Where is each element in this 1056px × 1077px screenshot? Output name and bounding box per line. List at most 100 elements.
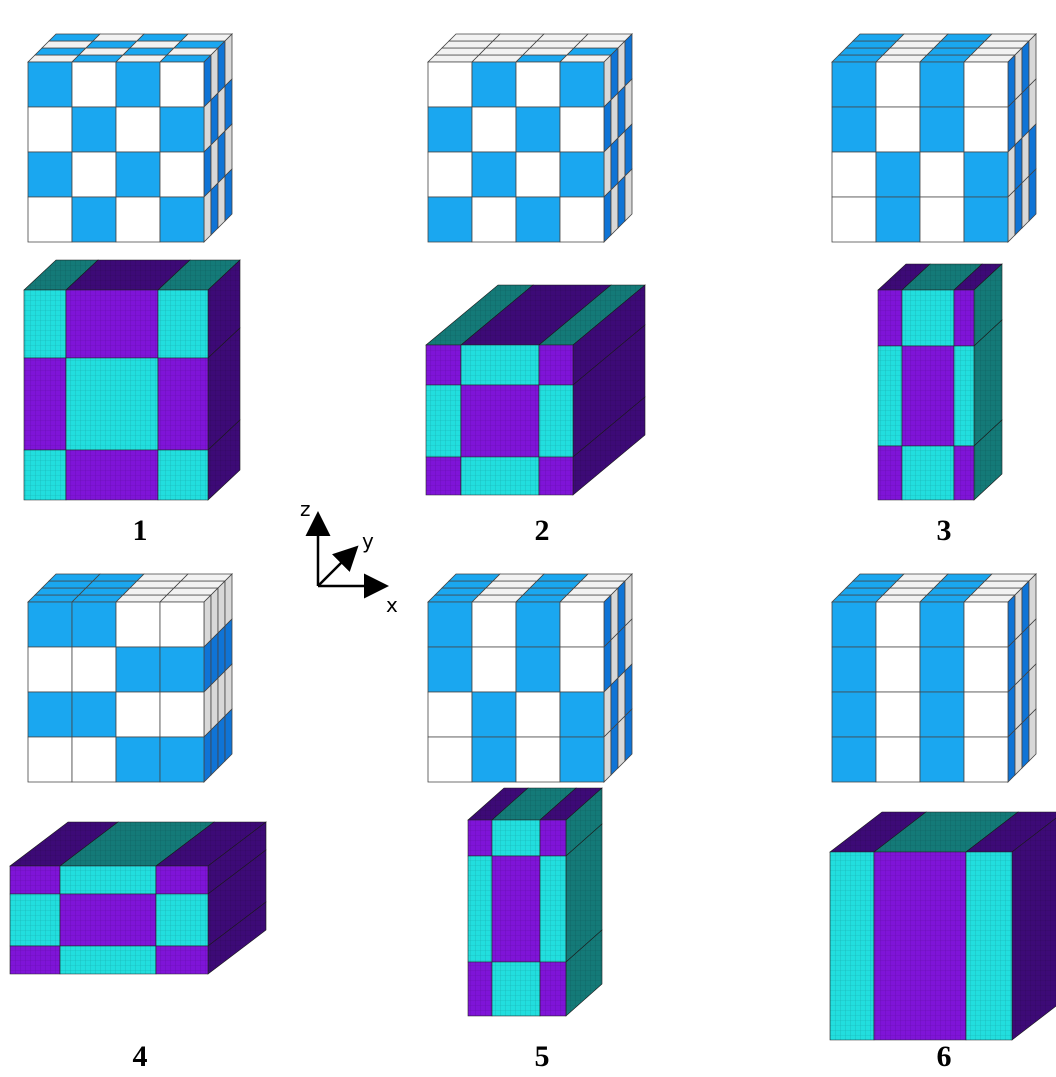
unit-side-face <box>1008 145 1015 197</box>
unit-top-face <box>160 595 211 602</box>
mesh-front-grid <box>954 346 974 446</box>
unit-front-cell <box>964 62 1008 107</box>
unit-side-face <box>225 79 232 131</box>
case-label-2: 2 <box>535 514 550 547</box>
mesh-front-grid <box>830 852 874 1040</box>
unit-front-cell <box>832 737 876 782</box>
mesh-front-grid <box>902 346 954 446</box>
unit-front-cell <box>920 197 964 242</box>
unit-side-face <box>204 190 211 242</box>
unit-side-face <box>204 595 211 647</box>
unit-front-cell <box>428 62 472 107</box>
unit-top-face <box>978 581 1029 588</box>
unit-front-cell <box>876 62 920 107</box>
unit-side-face <box>211 48 218 100</box>
unit-top-face <box>846 581 897 588</box>
unit-top-face <box>428 55 479 62</box>
unit-top-face <box>876 595 927 602</box>
unit-top-face <box>449 574 500 581</box>
unit-top-face <box>160 55 211 62</box>
unit-front-cell <box>428 692 472 737</box>
unit-front-cell <box>116 107 160 152</box>
unit-front-cell <box>832 647 876 692</box>
unit-side-face <box>218 176 225 228</box>
unit-side-face <box>218 626 225 678</box>
unit-top-face <box>181 34 232 41</box>
unit-front-cell <box>560 647 604 692</box>
unit-front-cell <box>428 602 472 647</box>
case-label-4: 4 <box>133 1040 148 1073</box>
unit-front-cell <box>832 152 876 197</box>
unit-front-cell <box>116 602 160 647</box>
unit-top-face <box>853 574 904 581</box>
unit-side-face <box>218 671 225 723</box>
mesh-front-grid <box>66 450 158 500</box>
unit-top-face <box>181 574 232 581</box>
mesh-front-grid <box>966 852 1012 1040</box>
unit-side-face <box>204 730 211 782</box>
mesh-front-grid <box>878 346 902 446</box>
unit-front-cell <box>964 737 1008 782</box>
unit-front-cell <box>472 602 516 647</box>
unit-front-cell <box>964 107 1008 152</box>
unit-side-face <box>618 131 625 183</box>
unit-front-cell <box>472 647 516 692</box>
unit-side-face <box>604 100 611 152</box>
unit-front-cell <box>516 692 560 737</box>
unit-top-face <box>442 581 493 588</box>
unit-side-face <box>625 34 632 86</box>
unit-side-face <box>211 183 218 235</box>
unit-top-face <box>883 588 934 595</box>
unit-side-face <box>1022 86 1029 138</box>
unit-front-cell <box>560 197 604 242</box>
axis-triad-icon: z y x <box>300 497 398 617</box>
mesh-front-grid <box>461 345 539 385</box>
unit-front-cell <box>876 692 920 737</box>
unit-side-face <box>1015 183 1022 235</box>
unit-front-cell <box>72 62 116 107</box>
unit-front-cell <box>28 197 72 242</box>
unit-top-face <box>72 595 123 602</box>
unit-side-face <box>218 716 225 768</box>
unit-side-face <box>204 55 211 107</box>
unit-top-face <box>846 41 897 48</box>
unit-side-face <box>1029 664 1036 716</box>
mesh-front-grid <box>874 852 966 1040</box>
unit-top-face <box>574 41 625 48</box>
unit-front-cell <box>28 107 72 152</box>
mesh-front-grid <box>426 457 461 495</box>
unit-side-face <box>1008 190 1015 242</box>
unit-front-cell <box>516 62 560 107</box>
unit-top-face <box>897 574 948 581</box>
unit-side-face <box>604 145 611 197</box>
mesh-front-grid <box>60 894 156 946</box>
mesh-front-grid <box>540 962 566 1016</box>
unit-front-cell <box>116 692 160 737</box>
unit-top-face <box>832 595 883 602</box>
unit-side-face <box>204 685 211 737</box>
mesh-front-grid <box>426 345 461 385</box>
unit-top-face <box>567 588 618 595</box>
x-axis-label: x <box>386 593 398 617</box>
unit-top-face <box>574 581 625 588</box>
unit-side-face <box>625 664 632 716</box>
mesh-front-grid <box>426 385 461 457</box>
unit-top-face <box>435 48 486 55</box>
mesh-front-grid <box>66 290 158 358</box>
unit-side-face <box>611 588 618 640</box>
unit-top-face <box>442 41 493 48</box>
unit-front-cell <box>920 692 964 737</box>
unit-side-face <box>618 176 625 228</box>
unit-front-cell <box>160 602 204 647</box>
unit-side-face <box>225 619 232 671</box>
unit-top-face <box>493 34 544 41</box>
unit-front-cell <box>72 152 116 197</box>
unit-front-cell <box>72 602 116 647</box>
unit-front-cell <box>832 107 876 152</box>
unit-top-face <box>832 55 883 62</box>
unit-front-cell <box>72 107 116 152</box>
unit-front-cell <box>116 152 160 197</box>
unit-front-cell <box>876 602 920 647</box>
unit-front-cell <box>160 197 204 242</box>
